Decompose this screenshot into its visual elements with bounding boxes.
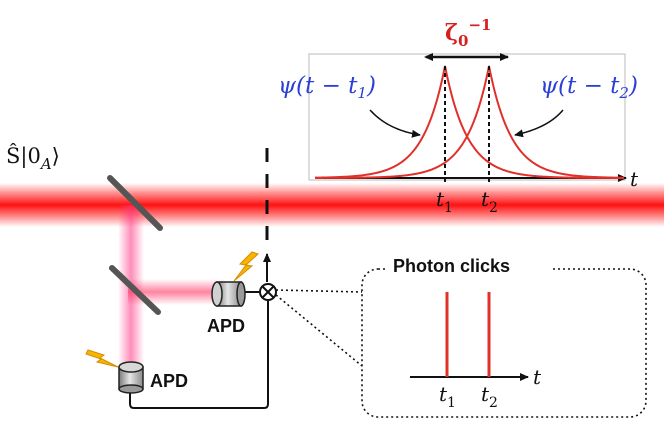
pulse-t2-label: t2	[481, 187, 498, 216]
beam-splitter-2-mirror-icon	[109, 265, 161, 315]
pulse-curve-1	[314, 65, 624, 179]
psi2-pointer-arrow	[514, 109, 564, 138]
zeta-label: ζ0−1	[445, 16, 491, 50]
pulse-axis-t: t	[630, 167, 639, 191]
mixer-icon	[259, 283, 277, 301]
clicks-axis-t: t	[533, 365, 542, 389]
apd-top-label: APD	[207, 316, 245, 336]
svg-text:Ŝ|0A⟩: Ŝ|0A⟩	[6, 143, 60, 173]
photon-clicks-title-bg	[388, 253, 552, 279]
apd-bottom-label: APD	[150, 371, 188, 391]
psi1-pointer-arrow	[369, 109, 421, 138]
lightning-icon-top	[233, 251, 259, 282]
clicks-t2-label: t2	[481, 382, 498, 411]
beam-splitter-1-mirror-icon	[107, 175, 163, 231]
psi2-label: ψ(t − t2)	[540, 73, 638, 102]
lightning-icon-bottom	[85, 349, 119, 368]
pulse-curve-2	[314, 65, 625, 179]
state-label: Ŝ|0A⟩	[6, 143, 60, 173]
pulse-plot	[314, 65, 627, 184]
callout-line-bottom	[275, 294, 363, 367]
pulse-t1-label: t1	[436, 187, 453, 216]
wire-bottom-apd	[129, 301, 269, 409]
photon-clicks-title: Photon clicks	[393, 256, 510, 276]
photon-clicks-box	[361, 268, 647, 418]
apd-top-detector-icon	[211, 281, 246, 307]
clicks-t1-label: t1	[439, 382, 456, 411]
main-beam	[0, 183, 664, 227]
callout-line-top	[275, 289, 363, 293]
pulse-plot-panel	[308, 53, 626, 181]
psi1-label: ψ(t − t1)	[278, 73, 376, 102]
apd-bottom-detector-icon	[118, 361, 144, 394]
